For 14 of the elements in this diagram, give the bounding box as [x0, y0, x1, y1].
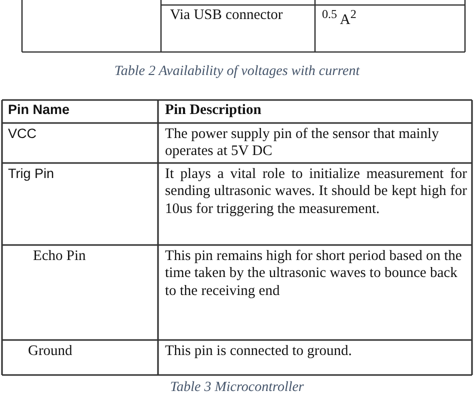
table-cell-text: Trig Pin [8, 166, 56, 182]
table-cell-text: Via USB connector [170, 7, 284, 24]
table-cell-text: VCC [8, 126, 38, 142]
table-caption: Table 2 Availability of voltages with current [113, 64, 361, 81]
column-header: Pin Name [8, 102, 71, 118]
table-cell-text: Ground [28, 343, 74, 360]
column-header: Pin Description [165, 102, 262, 120]
table-cell-text: Echo Pin [33, 248, 87, 266]
table-cell-text: This pin is connected to ground. [165, 343, 353, 360]
table-cell-text: This pin remains high for short period based on the time taken by the ultrasonic waves to bounce back to the receiving end [165, 248, 463, 300]
table-cell: It plays a vital role to initialize measurement for sending ultrasonic waves. It should be kept high for 10us for triggering the measurement. [165, 166, 467, 218]
table-cell-text: $^{0.5}$ A$^{2}$ [322, 7, 358, 30]
table-cell-text: The power supply pin of the sensor that mainly operates at 5V DC [165, 126, 440, 161]
table-caption: Table 3 Microcontroller [169, 380, 305, 397]
